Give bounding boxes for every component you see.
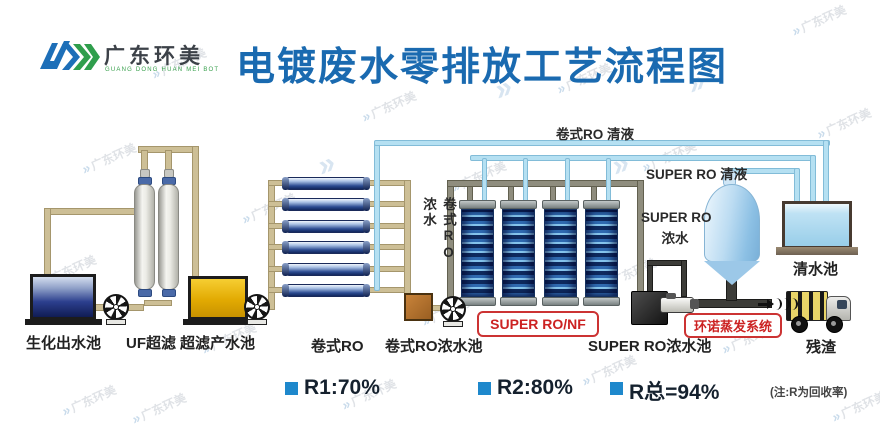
- stat-bullet-r2: [478, 382, 491, 395]
- pipe-superro-permeate-stub: [523, 158, 528, 203]
- spiral-ro-tube: [282, 198, 370, 211]
- clean-water-pool-base: [776, 247, 858, 255]
- uf-membrane-column-2: [158, 184, 179, 290]
- evaporator-vessel: [704, 184, 760, 262]
- bio-tank-base: [25, 319, 102, 325]
- spiral-ro-tube: [282, 220, 370, 233]
- watermark-text: »广东环美: [59, 382, 119, 420]
- superro-column-cap: [500, 200, 537, 209]
- watermark-swoosh-icon: »: [829, 407, 843, 426]
- pipe-ro-permeate-riser: [374, 141, 380, 291]
- stat-rtotal: R总=94%: [629, 381, 720, 404]
- pipe-evap-condensate-drop: [794, 168, 800, 205]
- company-logo: 广东环美 GUANG DONG HUAN MEI BOT: [38, 34, 228, 84]
- pipe-pump1-to-uf: [128, 304, 144, 311]
- watermark-swoosh-icon: »: [579, 371, 593, 390]
- watermark-text: »广东环美: [359, 88, 419, 126]
- superro-column: [461, 209, 494, 297]
- evaporator-cone: [704, 261, 760, 285]
- watermark-swoosh-icon: »: [789, 21, 803, 40]
- uf-product-tank-base: [183, 319, 253, 325]
- label-spiral-ro-permeate: 卷式RO 清液: [556, 127, 635, 142]
- stat-bullet-r1: [285, 382, 298, 395]
- stat-r1: R1:70%: [304, 376, 380, 399]
- label-clean-water-pool: 清水池: [793, 261, 839, 278]
- pipe-superro-permeate-stub: [606, 158, 611, 203]
- spiral-ro-tube: [282, 263, 370, 276]
- label-superro-permeate: SUPER RO 清液: [646, 167, 748, 182]
- superro-column-cap: [500, 297, 537, 306]
- watermark-swoosh-icon: »: [129, 409, 143, 428]
- logo-company-subtext: GUANG DONG HUAN MEI BOT: [105, 67, 220, 73]
- watermark-swoosh-icon: »: [59, 401, 73, 420]
- uf-product-tank: [188, 276, 248, 320]
- uf2-bottom-collar: [162, 289, 176, 297]
- superro-column-cap: [583, 297, 620, 306]
- pipe-superro-permeate-drop: [810, 155, 816, 205]
- clean-water-pool: [782, 201, 852, 249]
- label-superro-concentrate-1: SUPER RO: [641, 210, 712, 225]
- pipe-bio-to-uf-h: [44, 208, 141, 215]
- pump4-icon: [660, 293, 700, 313]
- watermark-text: »广东环美: [449, 157, 509, 196]
- superro-column: [544, 209, 577, 297]
- watermark-text: »广东环美: [129, 390, 189, 428]
- label-uf: UF超滤: [126, 335, 176, 352]
- uf1-bottom-collar: [138, 289, 152, 297]
- stat-note: (注:R为回收率): [770, 387, 848, 399]
- label-spiral-ro-conc: 卷式RO浓水池: [385, 338, 483, 355]
- pipe-to-pump4: [681, 260, 687, 297]
- superro-column-cap: [459, 200, 496, 209]
- watermark-swoosh-icon: »: [719, 339, 733, 358]
- flow-arrow-icon: [758, 297, 798, 311]
- pipe-superro-manifold: [447, 180, 644, 187]
- label-spiral-ro-concentrate: 卷式RO浓水: [421, 197, 456, 262]
- pipe-ro-right-manifold: [404, 180, 411, 295]
- spiral-ro-tube: [282, 241, 370, 254]
- stat-r2: R2:80%: [497, 376, 573, 399]
- spiral-ro-tube: [282, 284, 370, 297]
- pipe-uf-bottom-link: [144, 300, 172, 306]
- pipe-ro-permeate-line: [374, 140, 830, 146]
- superro-column-cap: [583, 200, 620, 209]
- superro-column: [502, 209, 535, 297]
- spiral-ro-tube: [282, 177, 370, 190]
- superro-column: [585, 209, 618, 297]
- pipe-superro-permeate-stub: [482, 158, 487, 203]
- superro-column-cap: [542, 200, 579, 209]
- label-superro-conc: SUPER RO浓水池: [588, 338, 712, 355]
- pipe-uf-to-product-tank: [192, 146, 199, 278]
- pump3-icon: [440, 296, 466, 328]
- logo-swoosh-icon: [40, 41, 100, 70]
- spiral-ro-concentrate-tank: [404, 293, 433, 321]
- page-title: 电镀废水零排放工艺流程图: [236, 46, 729, 89]
- label-residue: 残渣: [806, 339, 837, 356]
- watermark-swoosh-icon: »: [359, 107, 373, 126]
- superro-nf-badge: SUPER RO/NF: [477, 311, 599, 337]
- watermark-text: »广东环美: [789, 2, 849, 40]
- evaporator-system-badge: 环诺蒸发系统: [684, 313, 782, 338]
- watermark-swoosh-icon: »: [79, 159, 93, 178]
- watermark-swoosh-icon: »: [239, 209, 253, 228]
- label-uf-product-tank: 超滤产水池: [180, 335, 256, 352]
- label-superro-concentrate-2: 浓水: [661, 231, 689, 246]
- label-spiral-ro: 卷式RO: [311, 338, 364, 355]
- pipe-superro-permeate-line: [470, 155, 816, 161]
- pipe-superro-permeate-stub: [565, 158, 570, 203]
- label-bio-tank: 生化出水池: [26, 335, 102, 352]
- watermark-text: »广东环美: [79, 140, 139, 178]
- superro-column-cap: [542, 297, 579, 306]
- pump1-icon: [103, 294, 129, 326]
- pump2-icon: [244, 294, 270, 326]
- pipe-ro-permeate-drop: [823, 140, 829, 205]
- uf-membrane-column-1: [134, 184, 155, 290]
- logo-company-name: 广东环美: [104, 45, 204, 68]
- bio-effluent-tank: [30, 274, 96, 320]
- stat-bullet-rtotal: [610, 382, 623, 395]
- watermark-text: »广东环美: [814, 105, 874, 143]
- pipe-bio-to-uf-v: [44, 208, 51, 278]
